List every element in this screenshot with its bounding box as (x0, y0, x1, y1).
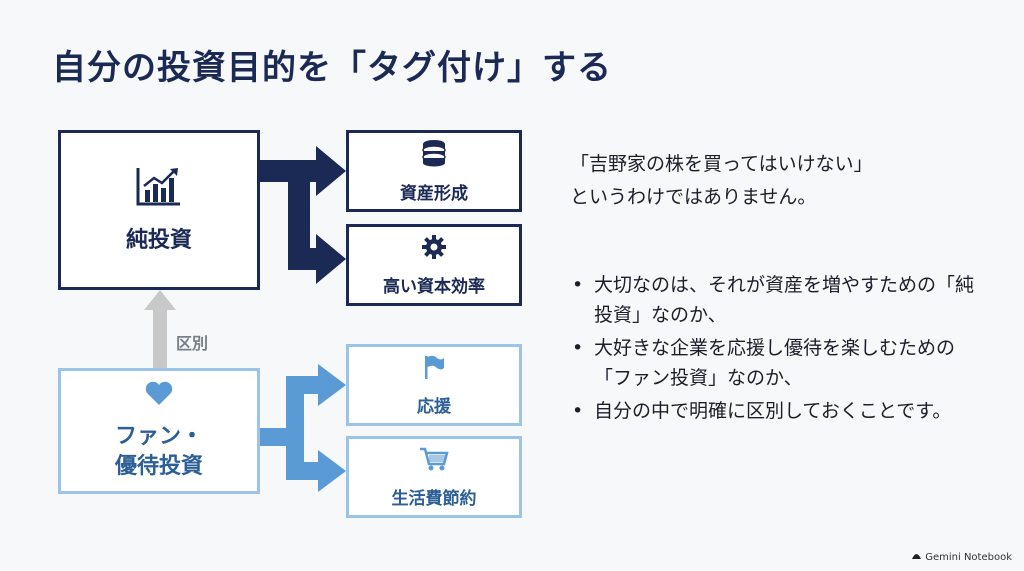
quote-line1: 「吉野家の株を買ってはいけない」 (570, 153, 873, 175)
flag-icon (422, 354, 446, 384)
pure-investment-box: 純投資 (58, 130, 260, 290)
living-savings-label: 生活費節約 (391, 488, 477, 509)
distinction-label: 区別 (176, 334, 209, 353)
living-savings-box: 生活費節約 (346, 436, 522, 518)
bullet-list: 大切なのは、それが資産を増やすための「純投資」なのか、 大好きな企業を応援し優待… (570, 270, 990, 428)
fan-investment-label-line1: ファン・ (114, 424, 203, 450)
logo-icon (911, 551, 922, 563)
notebook-logo: Gemini Notebook (911, 551, 1012, 563)
growth-chart-icon (136, 166, 182, 210)
coin-stack-icon (419, 139, 449, 171)
bullet-item: 大切なのは、それが資産を増やすための「純投資」なのか、 (570, 270, 990, 331)
heart-icon (144, 380, 174, 410)
pure-investment-label: 純投資 (125, 228, 192, 253)
distinction-arrow (144, 290, 176, 368)
fan-investment-box: ファン・ 優待投資 (58, 368, 260, 494)
quote-block: 「吉野家の株を買ってはいけない」 というわけではありません。 (570, 148, 873, 215)
capital-efficiency-label: 高い資本効率 (383, 276, 485, 297)
pure-investment-fork-arrow (260, 146, 346, 284)
gear-icon (421, 234, 447, 264)
capital-efficiency-box: 高い資本効率 (346, 224, 522, 306)
page-title: 自分の投資目的を「タグ付け」する (52, 48, 612, 88)
support-label: 応援 (417, 396, 451, 417)
support-box: 応援 (346, 344, 522, 426)
logo-text: Gemini Notebook (925, 551, 1012, 563)
fan-investment-label-line2: 優待投資 (114, 454, 203, 479)
fan-investment-fork-arrow (260, 364, 346, 492)
quote-line2: というわけではありません。 (570, 186, 817, 209)
shopping-cart-icon (419, 446, 449, 476)
asset-formation-box: 資産形成 (346, 130, 522, 212)
fan-investment-label: ファン・ 優待投資 (115, 422, 203, 481)
bullet-item: 自分の中で明確に区別しておくことです。 (570, 396, 990, 427)
bullet-item: 大好きな企業を応援し優待を楽しむための「ファン投資」なのか、 (570, 333, 990, 394)
asset-formation-label: 資産形成 (400, 183, 468, 204)
